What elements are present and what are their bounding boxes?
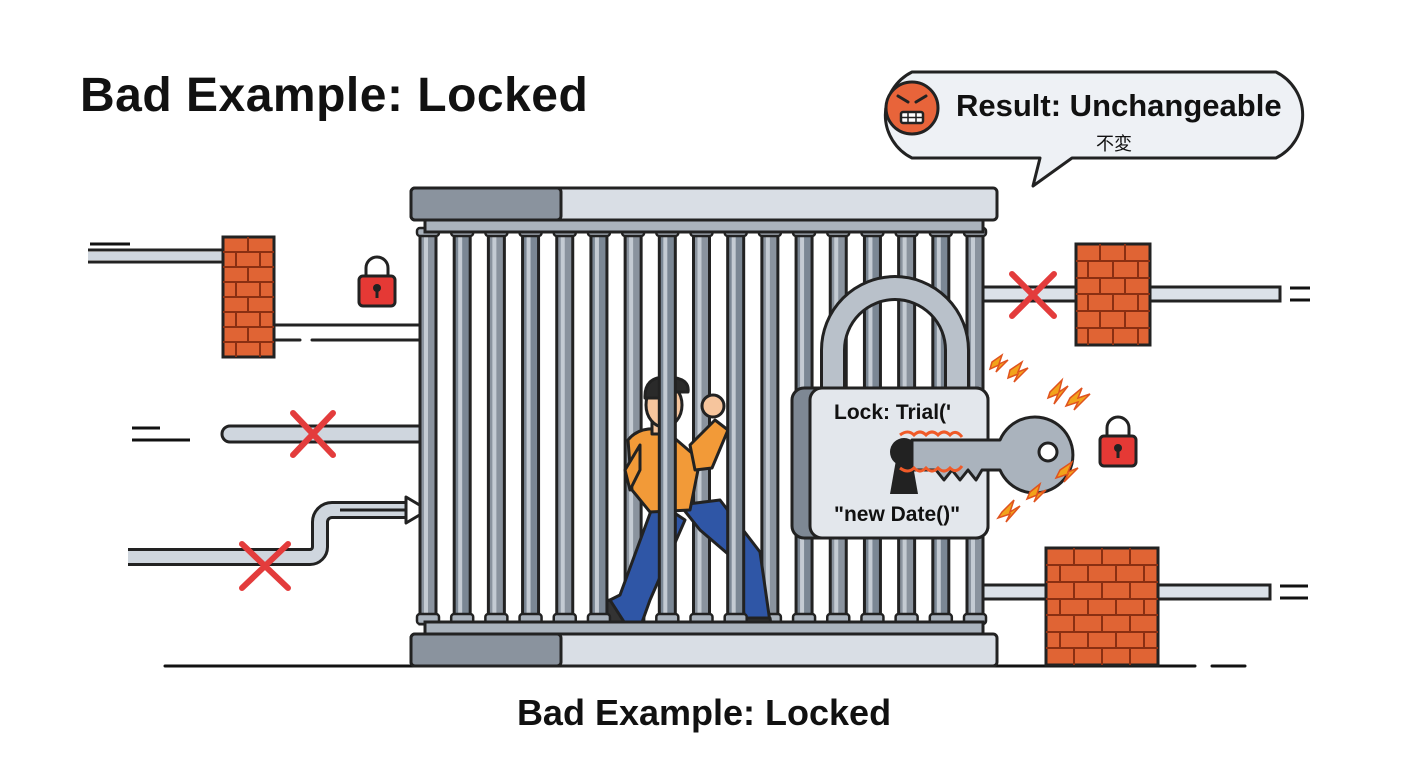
padlock-label-line2: "new Date()" — [834, 503, 961, 526]
pipe-bottom-left — [128, 501, 408, 566]
cage-bar — [586, 226, 612, 626]
padlock-icon — [357, 255, 397, 308]
spark-icon — [988, 353, 1091, 523]
caption: Bad Example: Locked — [516, 692, 892, 733]
brick-wall-icon — [1044, 546, 1160, 667]
cage-bar — [415, 226, 441, 626]
padlock-label-line1: Lock: Trial(' — [834, 401, 952, 424]
brick-wall-icon — [1074, 242, 1152, 347]
cage-bar — [655, 226, 680, 626]
cage-bar — [552, 226, 577, 626]
arrow-icon — [404, 495, 430, 525]
padlock-icon — [1098, 415, 1138, 468]
padlock-icon — [790, 275, 990, 540]
cage-bar — [723, 226, 748, 626]
cage-bar — [484, 226, 509, 626]
page-title: Bad Example: Locked — [80, 69, 589, 122]
cross-mark-icon — [290, 410, 336, 458]
brick-wall-icon — [221, 235, 276, 359]
pipe-top-left — [88, 242, 226, 264]
angry-face-icon — [884, 80, 940, 136]
cross-mark-icon — [239, 541, 291, 591]
pipe-top-left-outlet — [273, 323, 427, 342]
result-label: Result: Unchangeable — [956, 88, 1282, 123]
pipe-middle-left — [132, 424, 430, 444]
cage-bar — [518, 226, 543, 626]
cage-bar — [449, 226, 475, 626]
result-sublabel: 不変 — [1096, 134, 1132, 155]
cross-mark-icon — [1009, 271, 1057, 319]
